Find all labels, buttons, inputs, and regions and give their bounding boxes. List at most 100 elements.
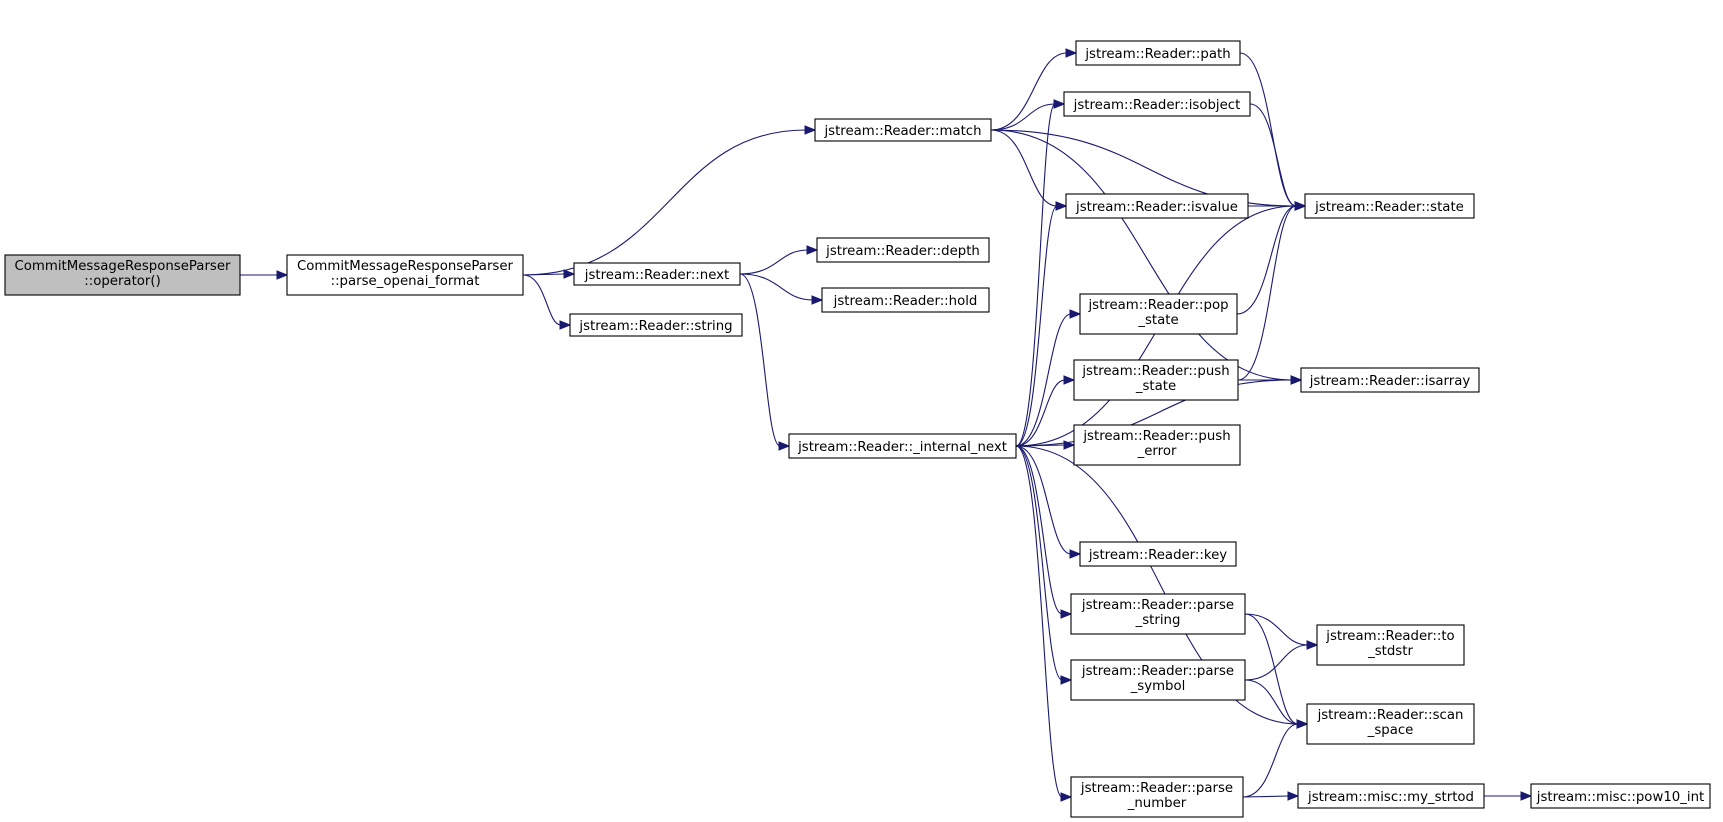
edge-line xyxy=(990,52,1068,131)
edge-arrowhead xyxy=(1290,375,1303,385)
edge-line xyxy=(1015,445,1072,555)
function-node-tostd[interactable]: jstream::Reader::to_stdstr xyxy=(1316,624,1465,666)
edge-arrowhead xyxy=(1520,791,1533,801)
function-node-isobject[interactable]: jstream::Reader::isobject xyxy=(1063,91,1251,117)
edge-line xyxy=(1244,644,1309,681)
function-node-strtod[interactable]: jstream::misc::my_strtod xyxy=(1297,783,1485,809)
node-label-line: _state xyxy=(1135,379,1176,394)
node-box xyxy=(1070,659,1246,701)
call-edge xyxy=(522,269,576,279)
node-box xyxy=(1070,593,1246,635)
function-node-string[interactable]: jstream::Reader::string xyxy=(569,313,743,337)
node-label-line: jstream::Reader::_internal_next xyxy=(797,440,1007,455)
function-node-perr[interactable]: jstream::Reader::push_error xyxy=(1073,424,1241,466)
call-edge xyxy=(1237,201,1307,381)
call-edge xyxy=(1015,375,1076,447)
node-box xyxy=(286,254,524,296)
node-box xyxy=(1300,367,1480,393)
function-node-push[interactable]: jstream::Reader::push_state xyxy=(1073,359,1239,401)
call-edge xyxy=(240,270,289,280)
edge-line xyxy=(739,273,781,447)
function-node-hold[interactable]: jstream::Reader::hold xyxy=(821,287,990,313)
node-label-line: _error xyxy=(1137,444,1177,459)
call-edges xyxy=(240,48,1533,802)
edge-line xyxy=(1015,379,1066,447)
edge-line xyxy=(1244,613,1299,725)
function-node-pstr[interactable]: jstream::Reader::parse_string xyxy=(1070,593,1246,635)
call-edge xyxy=(1239,52,1307,211)
node-label-line: ::operator() xyxy=(84,274,161,289)
node-label-line: jstream::Reader::scan xyxy=(1317,708,1464,723)
call-edge xyxy=(1238,375,1303,385)
call-edge xyxy=(1015,445,1073,685)
edge-arrowhead xyxy=(811,295,824,305)
node-label-line: _symbol xyxy=(1130,679,1186,694)
function-node-depth[interactable]: jstream::Reader::depth xyxy=(816,237,990,263)
edge-line xyxy=(1015,445,1299,725)
call-edge xyxy=(1015,445,1082,559)
edge-line xyxy=(1015,103,1056,447)
node-label-line: _space xyxy=(1367,723,1414,738)
function-node-pow10[interactable]: jstream::misc::pow10_int xyxy=(1530,783,1711,809)
function-node-path[interactable]: jstream::Reader::path xyxy=(1075,40,1241,66)
node-box xyxy=(1306,703,1475,745)
node-box xyxy=(816,237,990,263)
node-box xyxy=(1073,424,1241,466)
node-label-line: jstream::Reader::pop xyxy=(1087,298,1228,313)
call-edge xyxy=(739,273,791,451)
call-edge xyxy=(990,129,1068,211)
function-node-next[interactable]: jstream::Reader::next xyxy=(573,262,741,286)
function-node-scan[interactable]: jstream::Reader::scan_space xyxy=(1306,703,1475,745)
function-node-isvalue[interactable]: jstream::Reader::isvalue xyxy=(1065,193,1249,219)
node-label-line: jstream::Reader::parse xyxy=(1080,781,1233,796)
edge-line xyxy=(739,273,814,301)
function-node-pop[interactable]: jstream::Reader::pop_state xyxy=(1079,293,1238,335)
function-node-inext[interactable]: jstream::Reader::_internal_next xyxy=(788,433,1017,459)
call-edge xyxy=(1015,99,1066,447)
edge-line xyxy=(1236,205,1297,315)
node-label-line: _stdstr xyxy=(1367,644,1413,659)
edge-line xyxy=(1015,445,1063,615)
call-edge xyxy=(739,273,824,305)
call-edge xyxy=(1015,309,1082,447)
edge-line xyxy=(1237,205,1297,381)
node-label-line: jstream::Reader::path xyxy=(1084,47,1230,62)
node-box xyxy=(4,254,241,296)
node-box xyxy=(1316,624,1465,666)
edge-arrowhead xyxy=(1060,609,1073,619)
edge-line xyxy=(1015,445,1063,798)
node-box xyxy=(1079,293,1238,335)
function-node-state[interactable]: jstream::Reader::state xyxy=(1304,193,1475,219)
node-label-line: _state xyxy=(1137,313,1178,328)
edge-line xyxy=(1239,52,1297,207)
call-edge xyxy=(1244,613,1309,729)
edge-line xyxy=(990,129,1293,381)
edge-line xyxy=(522,129,807,276)
node-label-line: _number xyxy=(1127,796,1187,811)
edge-arrowhead xyxy=(1060,792,1073,802)
edge-line xyxy=(1242,723,1299,798)
node-label-line: jstream::misc::my_strtod xyxy=(1307,790,1474,805)
node-box xyxy=(1075,40,1241,66)
call-edge xyxy=(1242,719,1309,798)
function-node-pnum[interactable]: jstream::Reader::parse_number xyxy=(1070,776,1244,818)
node-label-line: jstream::Reader::match xyxy=(823,124,981,139)
function-node-op[interactable]: CommitMessageResponseParser::operator() xyxy=(4,254,241,296)
function-node-pof[interactable]: CommitMessageResponseParser::parse_opena… xyxy=(286,254,524,296)
call-edge xyxy=(1242,791,1300,801)
edge-arrowhead xyxy=(1296,719,1309,729)
node-box xyxy=(788,433,1017,459)
function-node-match[interactable]: jstream::Reader::match xyxy=(814,118,992,142)
edge-arrowhead xyxy=(1294,201,1307,211)
call-edge xyxy=(522,274,572,330)
edge-line xyxy=(990,103,1056,131)
node-label-line: jstream::Reader::parse xyxy=(1081,598,1234,613)
edge-arrowhead xyxy=(1065,48,1078,58)
edge-arrowhead xyxy=(1063,375,1076,385)
call-edge xyxy=(1015,445,1073,802)
function-nodes: CommitMessageResponseParser::operator() C… xyxy=(4,40,1711,818)
function-node-key[interactable]: jstream::Reader::key xyxy=(1079,541,1237,567)
function-node-isarray[interactable]: jstream::Reader::isarray xyxy=(1300,367,1480,393)
function-node-psym[interactable]: jstream::Reader::parse_symbol xyxy=(1070,659,1246,701)
node-box xyxy=(569,313,743,337)
